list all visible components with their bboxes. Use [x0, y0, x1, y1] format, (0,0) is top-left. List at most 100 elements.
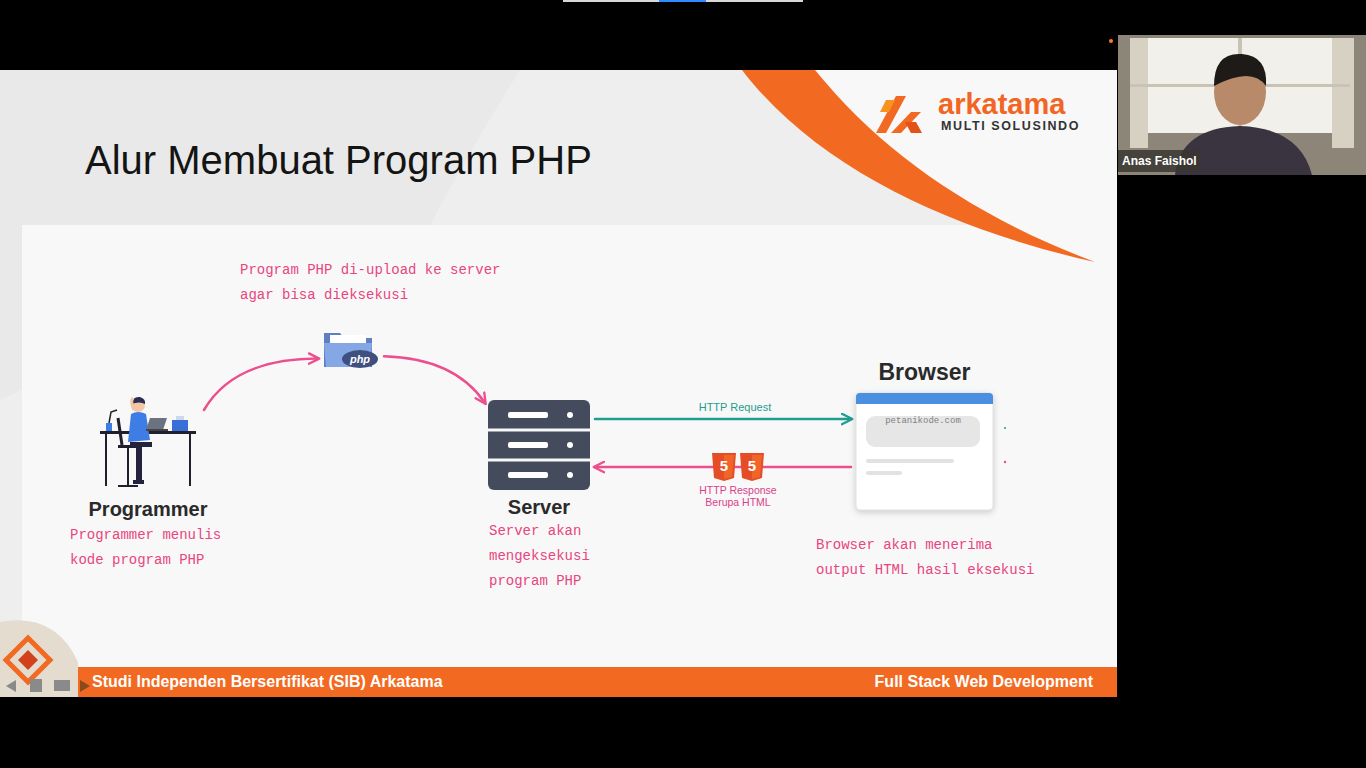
webcam-feed-part	[1130, 38, 1350, 133]
browser-shape	[856, 393, 993, 510]
browser-marks-part	[1004, 461, 1006, 463]
html5-shield-part	[712, 453, 736, 481]
browser-window	[856, 393, 993, 510]
node-note: Programmer menulis kode program PHP	[70, 523, 245, 573]
server-bar	[508, 412, 548, 418]
server-dot	[567, 412, 573, 418]
html5-shield	[712, 453, 736, 481]
html5-shield	[740, 453, 764, 481]
edge-label: HTTP Response Berupa HTML	[690, 484, 786, 508]
programmer-node: ProgrammerProgrammer menulis kode progra…	[98, 398, 198, 487]
footer-bar-part	[0, 667, 1117, 697]
footer-logo-part	[6, 680, 16, 692]
slide-ground-part	[0, 70, 1117, 697]
address-bar	[866, 416, 980, 447]
programmer-illustration-part	[133, 480, 144, 484]
footer-logo-part	[0, 620, 78, 697]
slide-ground-part	[742, 70, 1117, 268]
webcam-feed-part	[1332, 38, 1354, 148]
orange-swoosh-part	[742, 70, 1095, 262]
edge-label: HTTP Request	[699, 401, 772, 414]
node-note: Browser akan menerima output HTML hasil …	[816, 533, 1041, 583]
server-shape	[488, 400, 590, 490]
node-heading: Browser	[856, 358, 993, 386]
php-oval	[342, 350, 378, 368]
upload-note: Program PHP di-upload ke server agar bis…	[240, 258, 502, 308]
browser-marks	[1004, 427, 1006, 463]
top-strip-part	[659, 0, 706, 2]
footer-logo	[0, 620, 90, 697]
html5-shield-part	[740, 453, 764, 481]
programmer-illustration-part	[128, 412, 150, 442]
webcam-feed-part	[1109, 39, 1113, 43]
node-heading: Server	[488, 495, 590, 519]
connector-arrow	[204, 359, 318, 410]
footer-logo-part	[80, 680, 90, 692]
programmer-illustration-part	[132, 398, 134, 410]
server-body	[488, 400, 590, 490]
connector-arrow	[384, 356, 485, 403]
slide-title: Alur Membuat Program PHP	[85, 136, 592, 184]
html5-number: 5	[740, 456, 764, 476]
footer-logo-part	[30, 679, 42, 692]
webcam-feed-part	[1130, 38, 1148, 148]
html5-number: 5	[712, 456, 736, 476]
content-line	[866, 459, 954, 463]
node-heading: Programmer	[83, 497, 213, 521]
footer-logo-part	[6, 638, 50, 682]
server-gap	[488, 459, 590, 462]
server-node: ServerServer akan mengeksekusi program P…	[488, 400, 590, 490]
webcam-feed-part	[1118, 35, 1366, 175]
slide-ground-part	[22, 225, 1117, 667]
footer-left-text: Studi Independen Bersertifikat (SIB) Ark…	[92, 672, 443, 692]
webcam-feed	[1109, 35, 1366, 175]
php-badge: php	[342, 352, 378, 366]
programmer-illustration-part	[118, 485, 138, 487]
programmer-illustration-part	[176, 416, 184, 420]
programmer-illustration-part	[105, 434, 107, 486]
server-gap	[488, 429, 590, 432]
programmer-illustration-part	[127, 448, 129, 486]
programmer-illustration-part	[118, 418, 122, 445]
webcam-feed-part	[1118, 150, 1200, 172]
programmer-illustration-part	[172, 420, 188, 431]
programmer-illustration-part	[146, 429, 168, 431]
server-dot	[567, 442, 573, 448]
server-dot	[567, 472, 573, 478]
node-note: Server akan mengeksekusi program PHP	[489, 519, 604, 594]
browser-node: Browserpetanikode.comBrowser akan meneri…	[856, 393, 993, 510]
footer-logo-part	[54, 680, 70, 691]
programmer-illustration-part	[146, 418, 167, 430]
server-bar	[508, 472, 548, 478]
programmer-illustration-part	[130, 442, 152, 480]
footer-logo-part	[18, 650, 38, 670]
company-logo-icon-part	[880, 100, 895, 112]
brand-tagline: MULTI SOLUSINDO	[941, 119, 1080, 134]
top-strip	[563, 0, 803, 2]
top-strip-part	[563, 0, 803, 2]
footer-bar	[0, 667, 1117, 697]
participant-name: Anas Faishol	[1122, 154, 1197, 169]
slide-ground	[0, 70, 1117, 697]
programmer-illustration	[100, 397, 196, 486]
footer-right-text: Full Stack Web Development	[875, 672, 1093, 692]
programmer-illustration-part	[109, 410, 117, 423]
connector-arrow	[595, 418, 851, 421]
company-logo-icon	[876, 96, 922, 133]
programmer-illustration-part	[189, 434, 191, 486]
url-text: petanikode.com	[866, 416, 980, 447]
company-logo-icon-part	[905, 122, 922, 133]
browser-marks-part	[1004, 427, 1006, 429]
programmer-illustration-part	[106, 423, 112, 431]
folder-shape	[322, 325, 378, 373]
content-line	[866, 471, 902, 475]
company-logo-icon-part	[891, 112, 921, 133]
orange-swoosh	[742, 70, 1095, 262]
browser-topbar	[856, 393, 993, 404]
brand-name: arkatama	[938, 88, 1065, 120]
server-bar	[508, 442, 548, 448]
webcam-feed-part	[1214, 54, 1266, 86]
